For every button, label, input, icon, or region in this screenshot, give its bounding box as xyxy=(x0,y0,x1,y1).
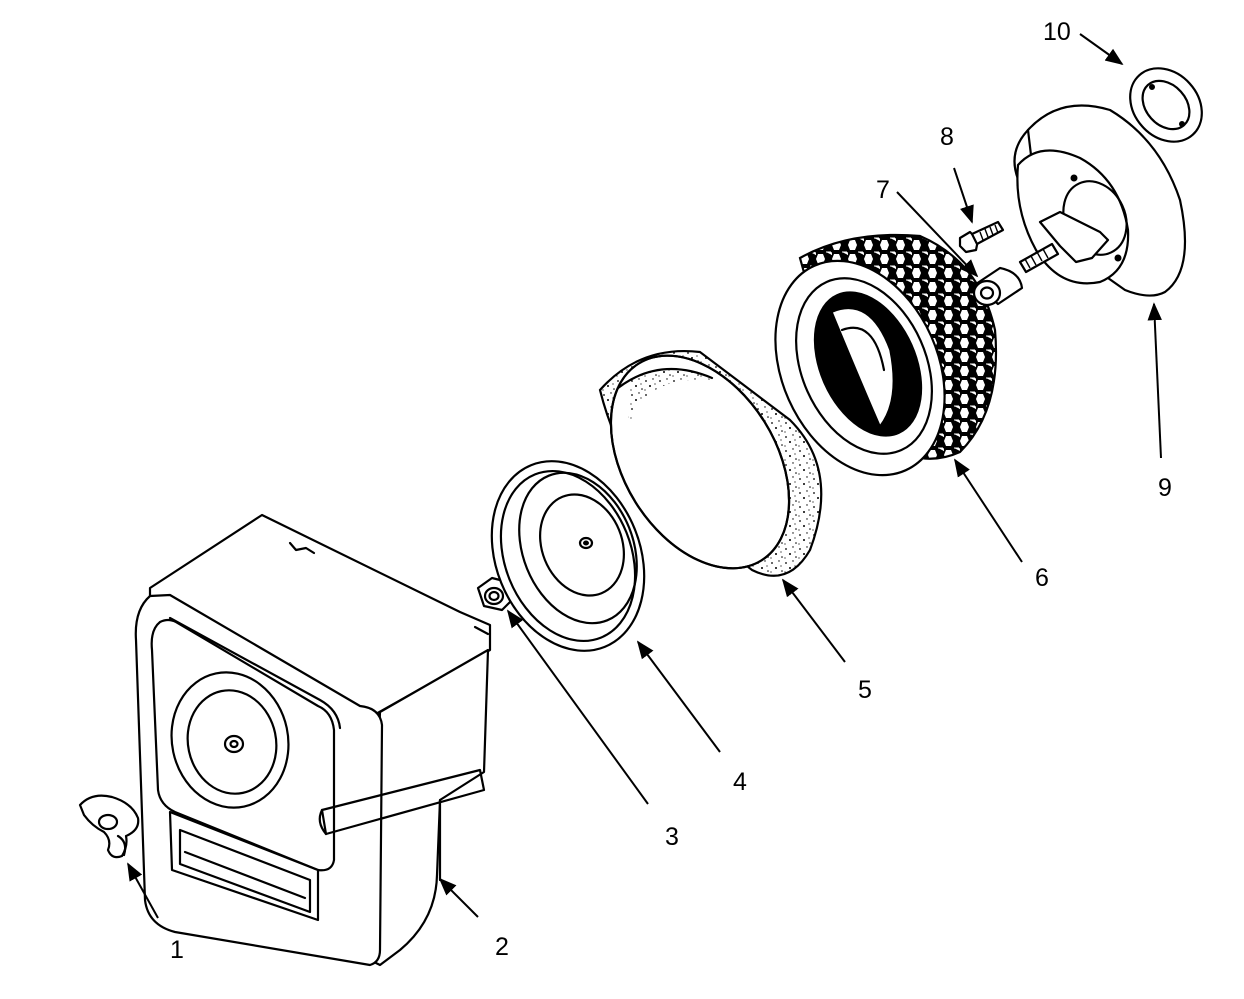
callout-2: 2 xyxy=(495,933,509,961)
callout-9: 9 xyxy=(1158,474,1172,502)
leader-2 xyxy=(438,877,479,918)
callout-3: 3 xyxy=(665,823,679,851)
spacer-sleeve-part xyxy=(972,266,1024,307)
leader-9 xyxy=(1147,302,1162,459)
callout-5: 5 xyxy=(858,676,872,704)
leader-10 xyxy=(1079,33,1124,66)
leader-4 xyxy=(636,640,721,753)
callout-7: 7 xyxy=(876,176,890,204)
paper-filter-element-part xyxy=(774,233,998,477)
leader-6 xyxy=(954,458,1023,563)
wing-nut-part xyxy=(78,794,140,859)
callout-10: 10 xyxy=(1043,18,1071,46)
leader-5 xyxy=(781,578,846,663)
screw-part xyxy=(958,220,1005,254)
filter-base-plate-part xyxy=(490,460,646,652)
callout-4: 4 xyxy=(733,768,747,796)
leader-1 xyxy=(127,862,159,919)
foam-precleaner-part xyxy=(598,350,823,577)
air-cleaner-cover-part xyxy=(134,513,492,967)
leader-lines xyxy=(127,33,1162,919)
leader-7 xyxy=(896,191,979,278)
callout-labels: 1 2 3 4 5 6 7 8 9 10 xyxy=(170,18,1172,964)
callout-1: 1 xyxy=(170,936,184,964)
callout-8: 8 xyxy=(940,123,954,151)
gasket-part xyxy=(1129,67,1203,143)
leader-8 xyxy=(953,167,974,224)
callout-6: 6 xyxy=(1035,564,1049,592)
back-plate-part xyxy=(1013,104,1187,297)
leader-3 xyxy=(506,609,649,805)
